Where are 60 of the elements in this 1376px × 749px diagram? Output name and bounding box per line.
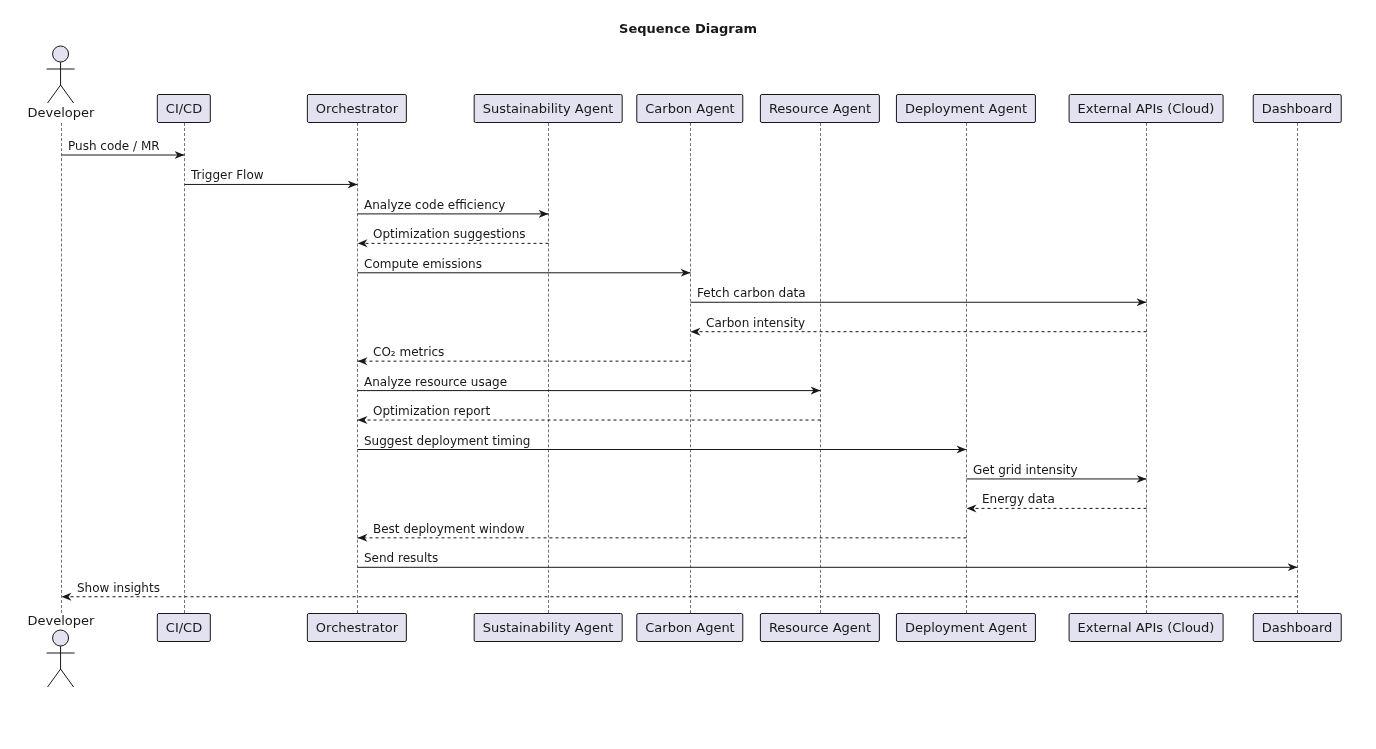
diagram-title: Sequence Diagram [618, 20, 758, 38]
participant-box: Sustainability Agent [473, 94, 623, 123]
message-arrow [61, 151, 185, 159]
participant-box: Carbon Agent [636, 94, 744, 123]
participant-box: CI/CD [156, 94, 212, 123]
lifeline [61, 123, 62, 613]
message-label: Send results [364, 551, 439, 566]
participant-box: Dashboard [1252, 94, 1342, 123]
message-label: Optimization suggestions [373, 227, 526, 242]
message-label: Suggest deployment timing [364, 433, 531, 448]
message-label: CO₂ metrics [373, 345, 445, 360]
participant-box: Carbon Agent [636, 613, 744, 642]
message-label: Analyze code efficiency [364, 197, 506, 212]
message-arrow [357, 533, 967, 542]
message-arrow [357, 209, 549, 218]
participant-box: Resource Agent [759, 613, 881, 642]
message-arrow [61, 592, 1298, 601]
participant-box: Resource Agent [759, 94, 881, 123]
message-arrow [184, 180, 358, 189]
message-label: Compute emissions [364, 256, 482, 271]
message-label: Push code / MR [68, 139, 160, 153]
message-label: Show insights [77, 580, 160, 595]
message-arrow [357, 563, 1298, 572]
message-arrow [966, 504, 1147, 513]
participant-box: Orchestrator [306, 613, 408, 642]
message-label: Energy data [982, 492, 1055, 507]
message-label: Optimization report [373, 404, 491, 419]
participant-box: Orchestrator [306, 94, 408, 123]
lifeline [1146, 123, 1147, 613]
message-label: Best deployment window [373, 521, 525, 536]
actor-label: Developer [27, 613, 95, 629]
lifeline [820, 123, 821, 613]
message-arrow [357, 445, 967, 454]
message-arrow [966, 474, 1147, 483]
participant-box: Deployment Agent [895, 613, 1037, 642]
message-arrow [357, 239, 549, 248]
lifeline [184, 123, 185, 613]
message-arrow [357, 416, 821, 425]
message-label: Fetch carbon data [697, 286, 806, 301]
message-arrow [690, 298, 1147, 307]
lifeline [966, 123, 967, 613]
participant-box: Deployment Agent [895, 94, 1037, 123]
message-label: Analyze resource usage [364, 374, 508, 389]
message-arrow [690, 327, 1147, 336]
message-label: Get grid intensity [973, 462, 1078, 477]
participant-box: CI/CD [156, 613, 212, 642]
lifeline [1297, 123, 1298, 613]
message-arrow [357, 268, 691, 277]
lifeline [357, 123, 358, 613]
actor-label: Developer [27, 105, 95, 121]
participant-box: Dashboard [1252, 613, 1342, 642]
lifeline [548, 123, 549, 613]
participant-box: External APIs (Cloud) [1068, 613, 1224, 642]
message-arrow [357, 386, 821, 395]
message-arrow [357, 357, 691, 366]
participant-box: External APIs (Cloud) [1068, 94, 1224, 123]
participant-box: Sustainability Agent [473, 613, 623, 642]
lifeline [690, 123, 691, 613]
message-label: Carbon intensity [706, 315, 806, 330]
message-label: Trigger Flow [191, 168, 264, 183]
